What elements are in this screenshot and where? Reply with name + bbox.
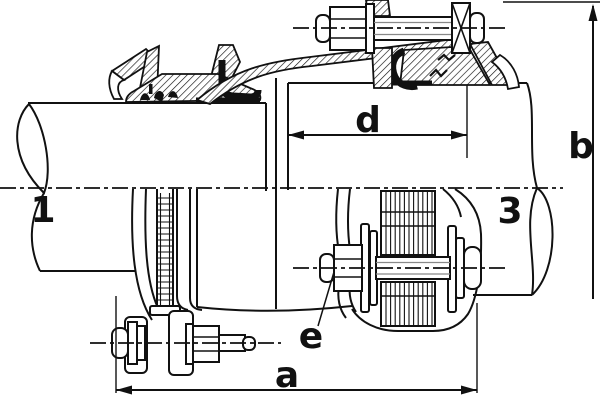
- label-pipe-1: 1: [30, 190, 55, 231]
- pipe-1-break-lower: [30, 192, 45, 272]
- br-shaft-shading: [376, 261, 450, 275]
- left-flange-plate-2: [189, 189, 203, 311]
- pipe-3-end-arc-inner: [529, 187, 538, 296]
- label-pipe-3: 3: [497, 191, 522, 232]
- seal-ridges-left: [140, 84, 178, 102]
- dim-a-arrow-right: [461, 385, 477, 395]
- bl-washer-3: [185, 323, 194, 365]
- casing-lip-right: [490, 53, 520, 91]
- pipe-3-break-upper: [526, 82, 538, 189]
- pipe-1: [16, 102, 267, 272]
- dimension-a: [115, 296, 478, 395]
- casing-lip-left: [108, 69, 126, 100]
- label-dim-a: a: [275, 355, 299, 396]
- dim-d-arrow-left: [288, 130, 304, 140]
- label-dim-d: d: [355, 100, 381, 141]
- bl-hex-nut: [192, 325, 220, 363]
- pipe-3-end-arc-outer: [531, 187, 554, 296]
- dim-a-arrow-left: [116, 385, 132, 395]
- left-flange-inner-curve: [144, 188, 159, 309]
- bl-nut-facets: [193, 336, 219, 352]
- seal-ridges-right: [429, 53, 456, 78]
- label-dim-b: b: [568, 126, 594, 167]
- dim-d-arrow-right: [451, 130, 467, 140]
- label-callout-e: e: [299, 316, 323, 357]
- coupling-body: [196, 78, 353, 312]
- left-flange-outer-curve: [131, 188, 153, 321]
- dim-b-arrow-top: [588, 4, 598, 21]
- dimension-b: [503, 1, 600, 299]
- centerlines: [0, 27, 563, 344]
- left-flange-plate-1: [176, 189, 189, 311]
- grip-ring: [380, 190, 436, 327]
- tb-shaft-shading: [374, 21, 454, 36]
- dimension-d: [288, 85, 468, 158]
- top-lug-lower: [371, 47, 393, 89]
- rf-inner-curve: [442, 188, 462, 218]
- pipe-1-break-ellipse: [16, 102, 49, 195]
- tb-nut-facets: [330, 18, 366, 39]
- labels: 1 3 a b d e: [30, 100, 593, 396]
- rf-outer-casing-curve: [351, 188, 483, 332]
- br-nut-facets: [334, 258, 362, 278]
- body-bottom-curve: [196, 305, 353, 312]
- gasket-hook-right: [389, 47, 418, 91]
- rubber-seal-right: [398, 45, 492, 86]
- callout-e-leader: [317, 271, 335, 327]
